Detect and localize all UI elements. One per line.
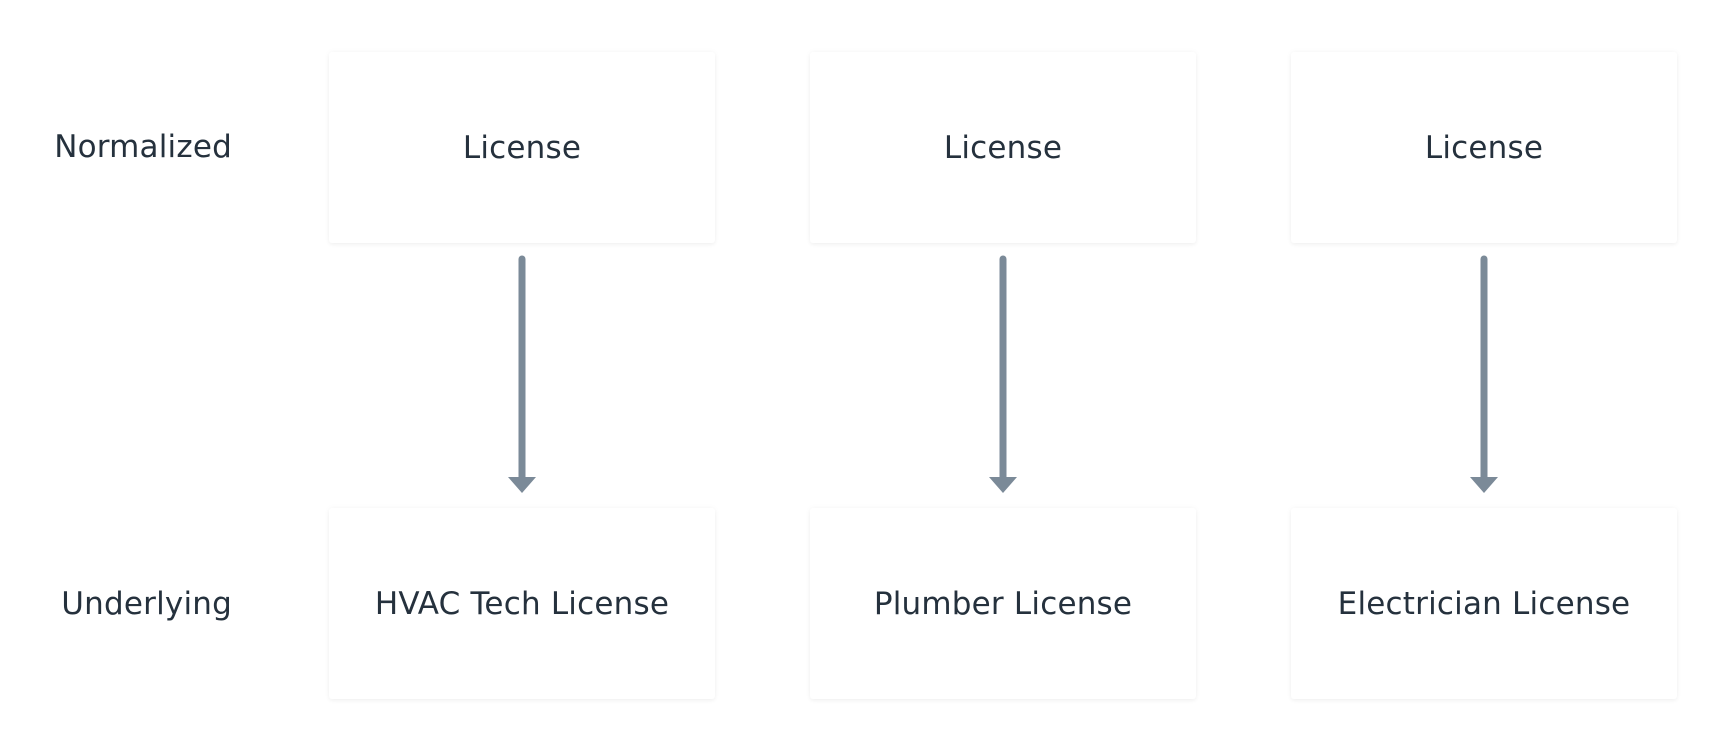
normalized-node-3: License	[1291, 52, 1677, 243]
row-label-normalized: Normalized	[54, 129, 232, 165]
normalized-node-2-label: License	[943, 129, 1063, 166]
normalized-node-2: License	[810, 52, 1196, 243]
underlying-node-2-label: Plumber License	[873, 585, 1133, 622]
underlying-node-2: Plumber License	[810, 508, 1196, 699]
underlying-node-1-label: HVAC Tech License	[374, 585, 670, 622]
underlying-node-3: Electrician License	[1291, 508, 1677, 699]
underlying-node-1: HVAC Tech License	[329, 508, 715, 699]
normalized-node-1: License	[329, 52, 715, 243]
arrow-2	[989, 255, 1017, 493]
arrow-3	[1470, 255, 1498, 493]
underlying-node-3-label: Electrician License	[1337, 585, 1631, 622]
normalized-node-3-label: License	[1424, 129, 1544, 166]
arrow-1	[508, 255, 536, 493]
row-label-underlying: Underlying	[61, 586, 232, 622]
normalized-node-1-label: License	[462, 129, 582, 166]
